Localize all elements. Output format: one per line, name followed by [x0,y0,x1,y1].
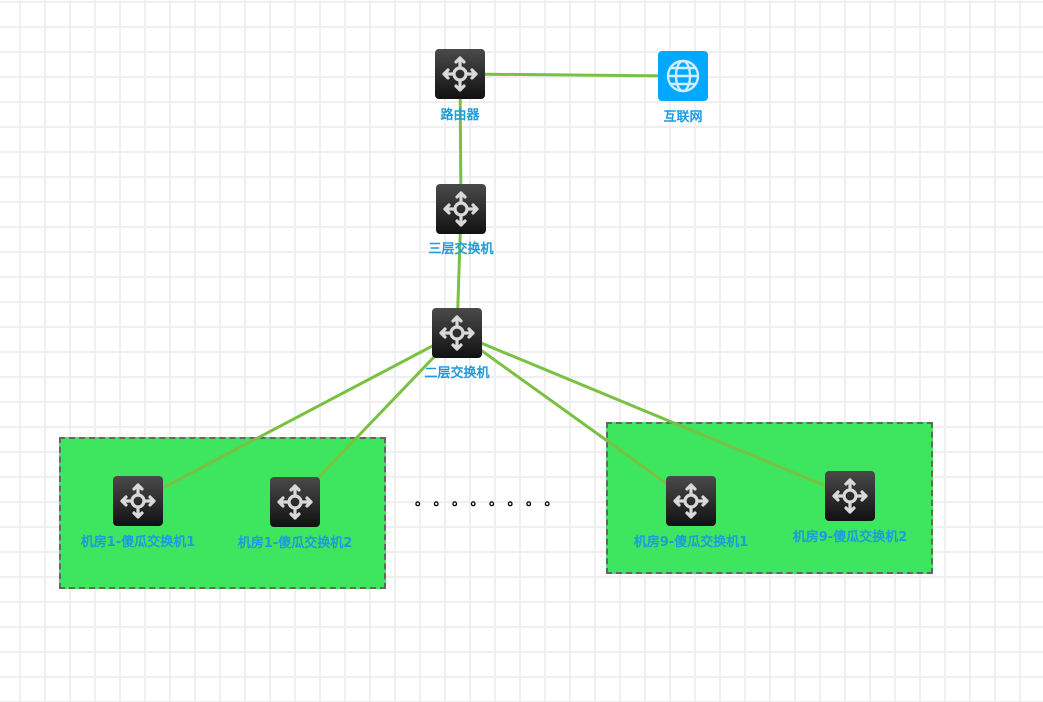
node-label: 路由器 [440,108,480,123]
switch-icon [436,184,486,234]
node-r9s1[interactable] [666,476,716,526]
node-label: 互联网 [663,110,703,125]
globe-icon [658,51,708,101]
router-icon [435,49,485,99]
node-label: 机房1-傻瓜交换机2 [237,536,353,551]
node-label: 机房1-傻瓜交换机1 [80,535,196,550]
switch-icon [666,476,716,526]
node-r1s2[interactable] [270,477,320,527]
link-l2switch-r9s1[interactable] [456,331,692,503]
link-l2switch-r9s2[interactable] [456,331,851,498]
node-r9s2[interactable] [825,471,875,521]
node-l2switch[interactable] [432,308,482,358]
switch-icon [432,308,482,358]
switch-icon [113,476,163,526]
group-room9[interactable] [606,422,933,574]
node-l3switch[interactable] [436,184,486,234]
switch-icon [825,471,875,521]
node-label: 三层交换机 [428,242,494,257]
ellipsis: 。。。。。。。。 [415,493,570,509]
switch-icon [270,477,320,527]
node-internet[interactable] [658,51,708,101]
link-l2switch-r1s2[interactable] [293,331,459,504]
node-router[interactable] [435,49,485,99]
node-r1s1[interactable] [113,476,163,526]
node-label: 二层交换机 [424,366,490,381]
link-l2switch-r1s1[interactable] [137,331,458,503]
link-router-internet[interactable] [459,72,684,78]
node-label: 机房9-傻瓜交换机1 [633,535,749,550]
node-label: 机房9-傻瓜交换机2 [792,530,908,545]
